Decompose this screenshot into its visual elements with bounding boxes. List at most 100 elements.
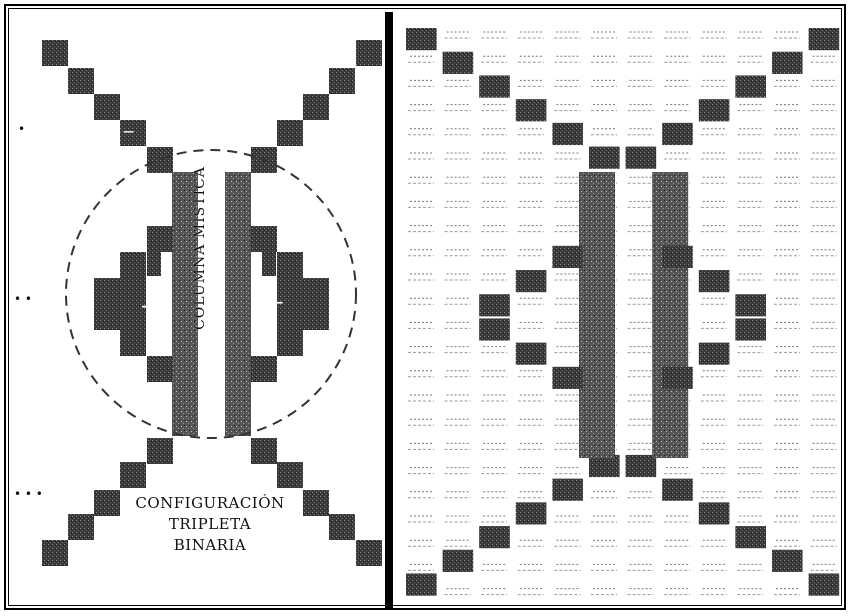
grid-cell bbox=[408, 419, 434, 425]
grid-cell bbox=[774, 347, 800, 353]
grid-cell bbox=[554, 153, 580, 159]
grid-cell bbox=[554, 468, 580, 474]
grid-cell bbox=[701, 371, 727, 377]
grid-cell bbox=[811, 540, 837, 546]
block bbox=[120, 462, 146, 488]
grid-cell bbox=[445, 347, 471, 353]
dark-tile bbox=[552, 367, 583, 389]
grid-cell bbox=[701, 443, 727, 449]
grid-cell bbox=[811, 322, 837, 328]
grid-cell bbox=[737, 153, 763, 159]
grid-cell bbox=[737, 516, 763, 522]
grid-cell bbox=[518, 226, 544, 232]
grid-cell bbox=[481, 250, 507, 256]
grid-cell bbox=[737, 589, 763, 595]
grid-cell bbox=[774, 468, 800, 474]
grid-cell bbox=[701, 80, 727, 86]
grid-cell bbox=[445, 371, 471, 377]
grid-cell bbox=[628, 322, 654, 328]
grid-cell bbox=[554, 80, 580, 86]
block bbox=[303, 278, 329, 304]
dark-tile bbox=[552, 123, 583, 145]
grid-cell bbox=[628, 32, 654, 38]
grid-cell bbox=[701, 322, 727, 328]
grid-cell bbox=[554, 589, 580, 595]
grid-cell bbox=[737, 395, 763, 401]
grid-cell bbox=[408, 347, 434, 353]
grid-cell bbox=[628, 419, 654, 425]
grid-cell bbox=[774, 322, 800, 328]
dark-tile bbox=[699, 99, 730, 121]
grid-cell bbox=[628, 443, 654, 449]
grid-cell bbox=[408, 177, 434, 183]
block bbox=[303, 304, 329, 330]
grid-cell bbox=[701, 32, 727, 38]
grid-cell bbox=[628, 347, 654, 353]
grid-cell bbox=[737, 201, 763, 207]
grid-cell bbox=[518, 322, 544, 328]
block bbox=[277, 252, 303, 278]
grid-cell bbox=[737, 129, 763, 135]
grid-cell bbox=[408, 564, 434, 570]
grid-cell bbox=[811, 492, 837, 498]
grid-cell bbox=[628, 56, 654, 62]
dark-tile bbox=[516, 502, 547, 524]
block bbox=[356, 40, 382, 66]
grid-cell bbox=[408, 468, 434, 474]
mystic-column-right bbox=[225, 172, 251, 436]
dark-tile bbox=[406, 573, 437, 595]
grid-cell bbox=[664, 516, 690, 522]
grid-cell bbox=[701, 129, 727, 135]
block bbox=[277, 330, 303, 356]
grid-cell bbox=[628, 80, 654, 86]
configuration-label-line2: TRIPLETA bbox=[110, 514, 310, 535]
grid-cell bbox=[811, 564, 837, 570]
block bbox=[251, 356, 277, 382]
block bbox=[251, 438, 277, 464]
grid-cell bbox=[408, 153, 434, 159]
dark-tile bbox=[735, 526, 766, 548]
grid-cell bbox=[664, 564, 690, 570]
grid-cell bbox=[445, 153, 471, 159]
grid-cell bbox=[774, 298, 800, 304]
column-label-text: COLUMNA MISTICA bbox=[192, 166, 208, 330]
grid-cell bbox=[774, 371, 800, 377]
dark-tile bbox=[516, 270, 547, 292]
grid-cell bbox=[554, 322, 580, 328]
grid-cell bbox=[664, 105, 690, 111]
grid-cell bbox=[518, 443, 544, 449]
block bbox=[147, 438, 173, 464]
dark-tile bbox=[479, 318, 510, 340]
grid-cell bbox=[628, 371, 654, 377]
grid-cell bbox=[811, 371, 837, 377]
block bbox=[147, 147, 173, 173]
grid-cell bbox=[774, 129, 800, 135]
grid-cell bbox=[774, 274, 800, 280]
grid-cell bbox=[408, 105, 434, 111]
grid-cell bbox=[737, 32, 763, 38]
grid-cell bbox=[628, 105, 654, 111]
grid-cell bbox=[774, 153, 800, 159]
grid-cell bbox=[445, 322, 471, 328]
grid-cell bbox=[554, 540, 580, 546]
grid-cell bbox=[664, 153, 690, 159]
grid-cell bbox=[518, 540, 544, 546]
grid-cell bbox=[774, 589, 800, 595]
grid-cell bbox=[554, 516, 580, 522]
grid-cell bbox=[445, 201, 471, 207]
panel-divider bbox=[385, 12, 393, 608]
grid-cell bbox=[774, 516, 800, 522]
grid-cell bbox=[554, 419, 580, 425]
grid-cell bbox=[737, 443, 763, 449]
grid-cell bbox=[445, 105, 471, 111]
plus-mark-left: + bbox=[140, 296, 157, 316]
dark-tile bbox=[662, 367, 693, 389]
grid-cell bbox=[591, 564, 617, 570]
grid-cell bbox=[445, 32, 471, 38]
minus-mark-top-left: − bbox=[122, 124, 135, 140]
grid-cell bbox=[554, 564, 580, 570]
grid-cell bbox=[591, 32, 617, 38]
dark-tile bbox=[516, 99, 547, 121]
grid-cell bbox=[518, 80, 544, 86]
